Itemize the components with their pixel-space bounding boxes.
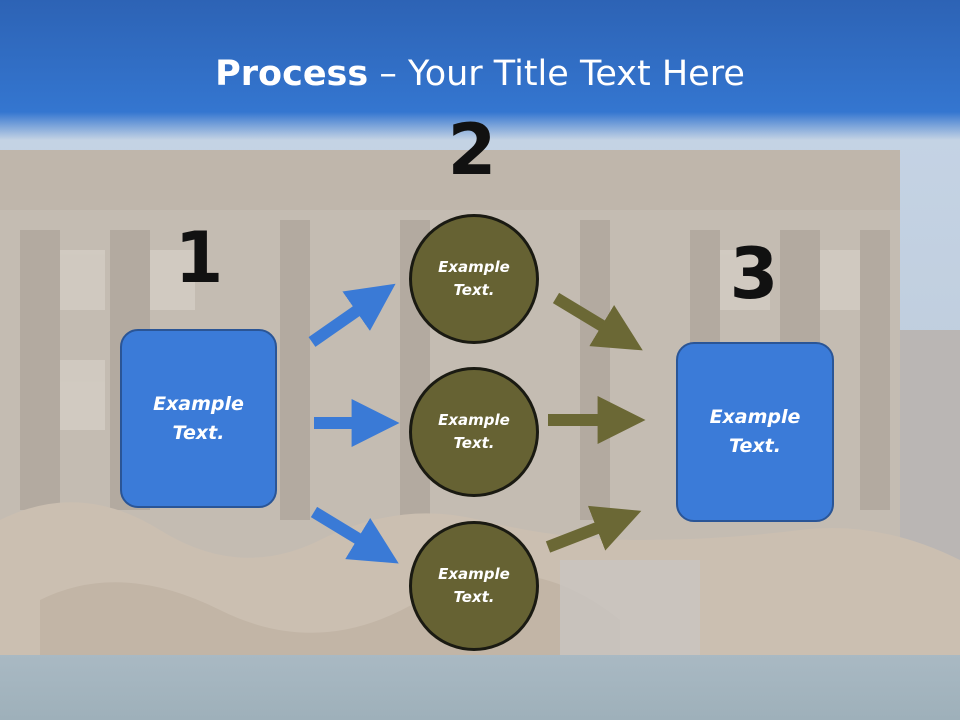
arrow-from-circle-3 [545,505,642,553]
arrow-from-circle-1 [552,292,643,351]
circle-3-line1: Example [438,565,510,583]
start-box-line1: Example [153,392,244,415]
slide-title: Process – Your Title Text Here [0,52,960,96]
arrow-to-circle-3 [310,506,399,564]
circle-3-line2: Text. [453,588,495,606]
arrow-to-circle-1 [308,283,396,347]
circle-2-line2: Text. [453,434,495,452]
end-box-line1: Example [709,406,801,428]
title-rest: – Your Title Text Here [368,54,745,94]
step-number-2: 2 [447,109,497,191]
end-box-line2: Text. [729,435,781,457]
step-number-1: 1 [174,217,224,299]
circle-1-line1: Example [438,258,510,276]
circle-2-line1: Example [438,411,510,429]
step-number-3: 3 [729,233,779,315]
title-band [0,0,960,140]
title-bold: Process [215,54,369,94]
circle-1-line2: Text. [453,281,495,299]
start-box-line2: Text. [172,421,225,444]
